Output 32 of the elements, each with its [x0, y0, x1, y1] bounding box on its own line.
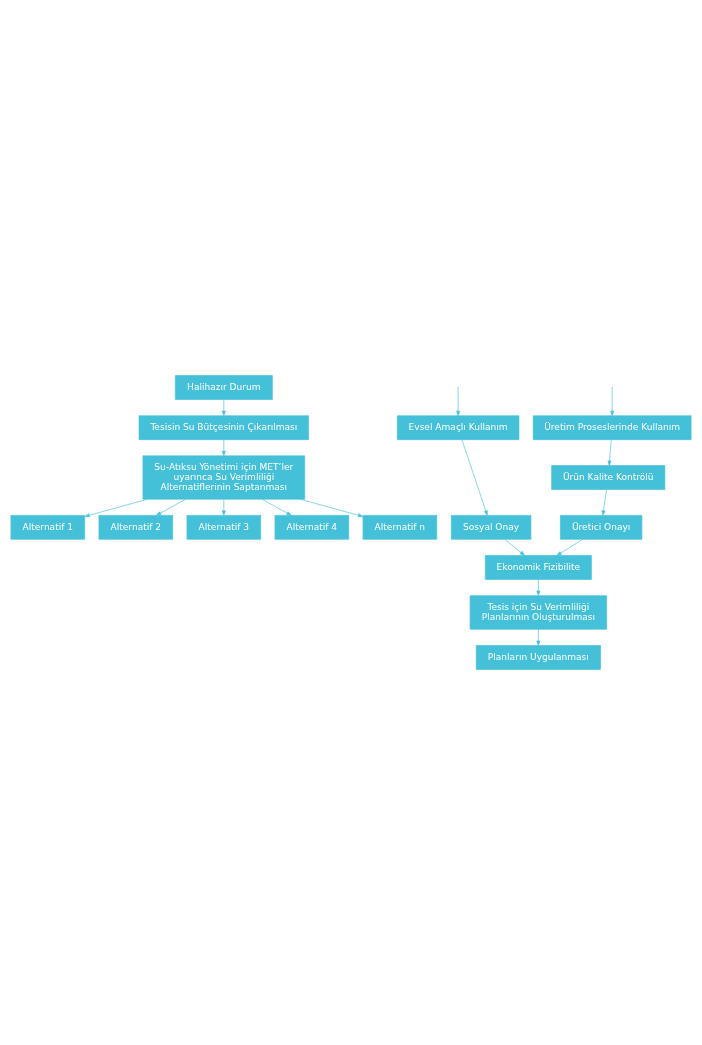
node-box: Üretici Onayı	[560, 515, 643, 540]
arrow	[556, 539, 584, 556]
node-box: Sosyal Onay	[451, 515, 532, 540]
arrow	[607, 439, 612, 466]
arrow	[221, 399, 226, 416]
node-box: Tesis için Su Verimliliği Planlarının Oluşturulması	[469, 595, 607, 630]
arrow	[536, 579, 541, 596]
node-box: Su-Atıksu Yönetimi için MET’ler uyarınca Su Verimliliği Alternatiflerinin Saptanması	[142, 455, 306, 500]
arrow	[221, 499, 226, 516]
node-box: Alternatif 1	[10, 515, 85, 540]
arrow	[261, 499, 292, 516]
node-box: Alternatif 3	[186, 515, 262, 540]
node-box: Halihazır Durum	[174, 375, 273, 400]
arrow	[610, 387, 615, 416]
arrow	[536, 629, 541, 646]
node-box: Planların Uygulanması	[475, 645, 601, 670]
arrow	[221, 439, 226, 457]
arrow	[601, 489, 607, 516]
node-box: Alternatif n	[362, 515, 438, 540]
arrow	[299, 498, 364, 518]
arrow	[84, 498, 148, 518]
node-box: Alternatif 2	[98, 515, 174, 540]
arrow	[461, 439, 488, 516]
node-box: Üretim Proseslerinde Kullanım	[532, 415, 692, 440]
node-box: Tesisin Su Bütçesinin Çıkarılması	[138, 415, 309, 440]
node-box: Ekonomik Fizibilite	[484, 555, 592, 580]
arrow	[156, 499, 186, 516]
node-box: Ürün Kalite Kontrölü	[551, 465, 666, 490]
node-box: Evsel Amaçlı Kullanım	[396, 415, 520, 440]
arrow	[504, 539, 525, 556]
arrow	[456, 387, 460, 416]
node-box: Alternatif 4	[274, 515, 350, 540]
